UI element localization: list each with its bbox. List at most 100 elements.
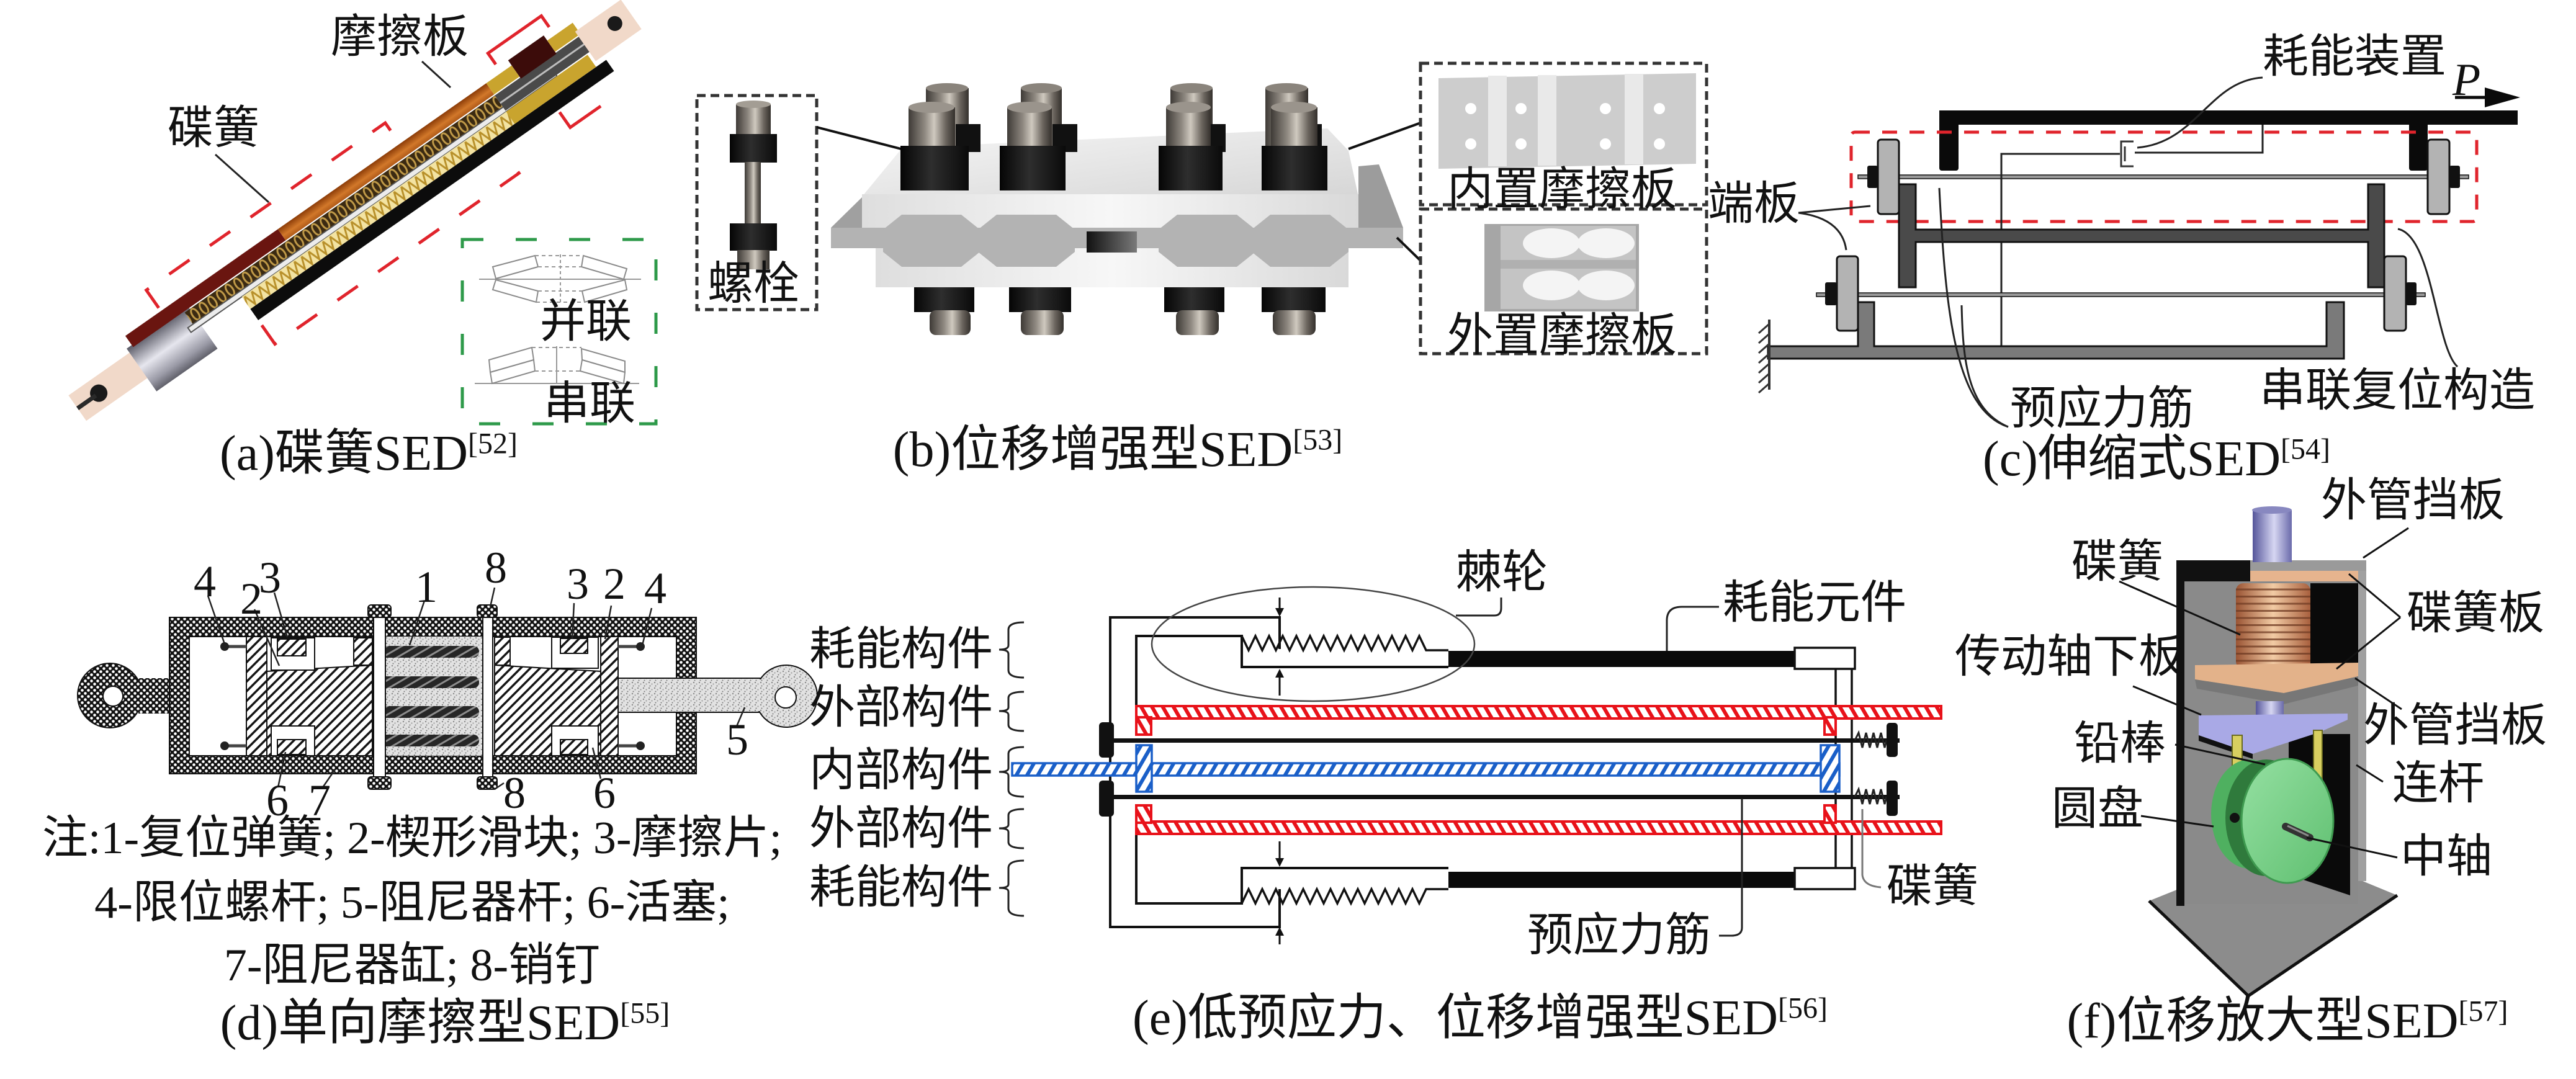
upper-left-anchor-nut <box>1867 166 1878 188</box>
housing-left-edge <box>2176 560 2184 906</box>
caption-panel-a: (a)碟簧SED[52] <box>0 429 803 478</box>
green-dashed-frame <box>460 238 658 426</box>
limit-bolt-head <box>636 741 645 750</box>
disc-spring-stack <box>184 95 504 325</box>
bolt-back-cap-1 <box>926 83 968 93</box>
panel-e-artwork <box>999 586 1942 944</box>
ratchet-teeth-top <box>1241 633 1448 653</box>
label-tendon: 预应力筋 <box>1527 910 1711 961</box>
label-energy-element: 耗能元件 <box>1723 578 1906 629</box>
hourglass-cutout <box>1523 271 1580 300</box>
caption-panel-c: (c)伸缩式SED[54] <box>1722 434 2576 484</box>
label-disc-spring-plate: 碟簧板 <box>2407 588 2544 639</box>
hex-nut-front-2 <box>1000 146 1066 190</box>
label-link-rod: 连杆 <box>2392 758 2484 809</box>
upper-right-end-plate <box>2426 138 2451 215</box>
disc-spring-callout-line <box>1861 809 1882 889</box>
load-arrow-head <box>2485 87 2520 107</box>
member-label-energy: 耗能构件 <box>809 624 993 675</box>
left-eye-neck <box>138 678 171 714</box>
maroon-casing <box>125 229 286 347</box>
right-anchor-nut-top <box>1887 723 1898 757</box>
disc-lower-left <box>491 279 539 303</box>
inner-tube-left-plate <box>1135 744 1153 793</box>
right-eye-hole <box>774 686 797 709</box>
caption-text: (b)位移增强型SED <box>892 423 1293 477</box>
panel-b-artwork <box>695 61 1708 356</box>
pawl-arrow-head <box>1275 608 1284 617</box>
black-outer-band <box>250 60 614 320</box>
label-disc-spring: 碟簧 <box>1887 861 1978 912</box>
label-outer-friction-plate: 外置摩擦板 <box>1447 310 1677 361</box>
energy-device-link-left <box>2000 153 2120 347</box>
disc-upper-right <box>580 254 628 280</box>
disc-spring-plate-callout <box>2336 573 2401 670</box>
inner-plate-ridge-2 <box>1538 75 1556 166</box>
hex-nut-front-3 <box>1159 146 1223 190</box>
tendon-callout-line <box>1719 799 1743 937</box>
outer-tube-top <box>1135 705 1942 720</box>
gold-block-lower <box>506 55 596 124</box>
energy-element-callout-line <box>1666 606 1719 651</box>
keyhole <box>1654 103 1665 114</box>
tendon-bottom <box>1099 795 1900 799</box>
friction-block-assembly <box>831 128 1403 287</box>
label-bolt: 螺栓 <box>707 259 799 310</box>
panel-a-artwork <box>68 0 658 426</box>
reset-spring-1 <box>380 646 479 658</box>
energy-device-link-right <box>2135 125 2264 154</box>
keyhole <box>1600 138 1611 150</box>
bottom-bolts <box>914 287 1326 335</box>
left-pin-body <box>373 611 386 784</box>
outer-baffle-bottom-callout <box>2354 677 2402 710</box>
inner-plate-callout-line <box>1348 122 1421 150</box>
right-friction-pad-lower <box>560 739 588 755</box>
loading-beam-right-leg <box>2409 110 2428 171</box>
label-outer-baffle-top: 外管挡板 <box>2321 475 2505 526</box>
inner-friction-plate-photo <box>1438 73 1696 169</box>
outer-baffle-top-callout <box>2363 527 2409 559</box>
bolt-bottom-thread-1 <box>930 310 971 335</box>
label-disc-spring: 碟簧 <box>2071 537 2163 588</box>
drive-shaft-top <box>2253 510 2292 562</box>
outer-tube-bottom-right-flange <box>1823 804 1837 824</box>
right-friction-pad <box>560 638 588 654</box>
label-inner-friction-plate: 内置摩擦板 <box>1447 164 1677 215</box>
drive-shaft-top-cap <box>2252 506 2292 514</box>
left-friction-pad <box>277 638 307 656</box>
right-piston-shoulder <box>494 637 511 666</box>
upper-right-anchor-nut <box>2449 166 2460 188</box>
member-brace-3 <box>999 746 1025 798</box>
bolt-front-cap-1 <box>909 102 954 113</box>
rod-eye-joint <box>745 679 763 711</box>
caption-text: (c)伸缩式SED <box>1983 432 2281 486</box>
label-friction-plate: 摩擦板 <box>331 12 469 63</box>
part-number: 3 <box>567 559 589 609</box>
member-label-outer: 外部构件 <box>809 804 993 854</box>
disc-callout <box>2140 815 2214 828</box>
parallel-dashed-lines <box>535 255 585 303</box>
outer-tube-baffle-lower <box>2195 676 2358 704</box>
left-friction-pad-lower <box>277 739 307 755</box>
bolt-front-thread-4 <box>1271 107 1317 149</box>
center-shaft-highlight <box>2287 825 2309 837</box>
caption-panel-e: (e)低预应力、位移增强型SED[56] <box>1046 993 1914 1043</box>
hex-nut-bottom-2 <box>1009 287 1071 312</box>
upper-left-end-plate <box>1877 138 1900 215</box>
single-bolt <box>730 101 777 269</box>
octagon-cutout-3 <box>1159 215 1255 267</box>
part-number: 4 <box>644 563 666 613</box>
inner-plate-ridge-1 <box>1488 76 1507 166</box>
disc-upper-left <box>491 254 539 280</box>
part-number: 3 <box>259 553 281 602</box>
hex-nut-bottom-4 <box>1262 287 1326 312</box>
left-anchor-nut-bottom <box>1099 781 1114 817</box>
part-number: 8 <box>485 543 507 593</box>
shaft-lower-plate-callout <box>2132 685 2202 716</box>
bolt-thread-bottom <box>737 250 770 269</box>
outer-tube-top-left-flange <box>1135 716 1152 736</box>
orange-tube <box>277 83 495 241</box>
bolt-shank <box>745 162 761 225</box>
caption-reference: [56] <box>1777 992 1828 1025</box>
loading-beam-left-leg <box>1939 110 1959 171</box>
